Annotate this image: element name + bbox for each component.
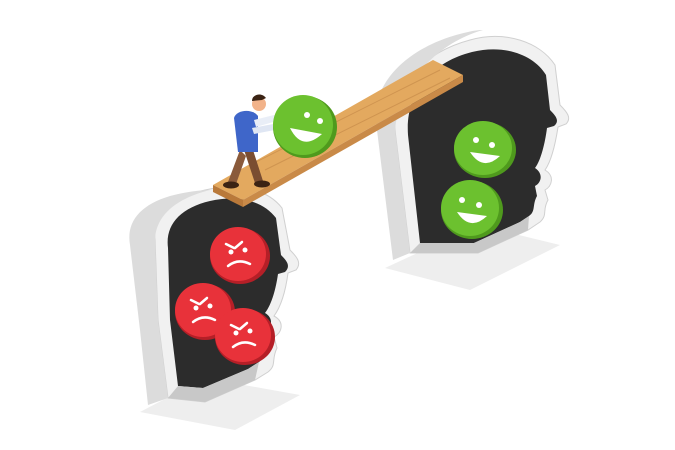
angry-face-icon (175, 283, 235, 340)
right-head-floor-shadow (385, 225, 560, 290)
left-head-floor-shadow (140, 378, 300, 430)
angry-face-icon (215, 308, 275, 365)
angry-face-icon (210, 227, 270, 284)
happy-smiley-icon (454, 121, 516, 178)
happy-smiley-icon (273, 95, 337, 158)
wooden-plank-icon (213, 60, 463, 207)
person-pushing-icon (223, 94, 292, 189)
happy-smiley-icon (441, 180, 503, 239)
